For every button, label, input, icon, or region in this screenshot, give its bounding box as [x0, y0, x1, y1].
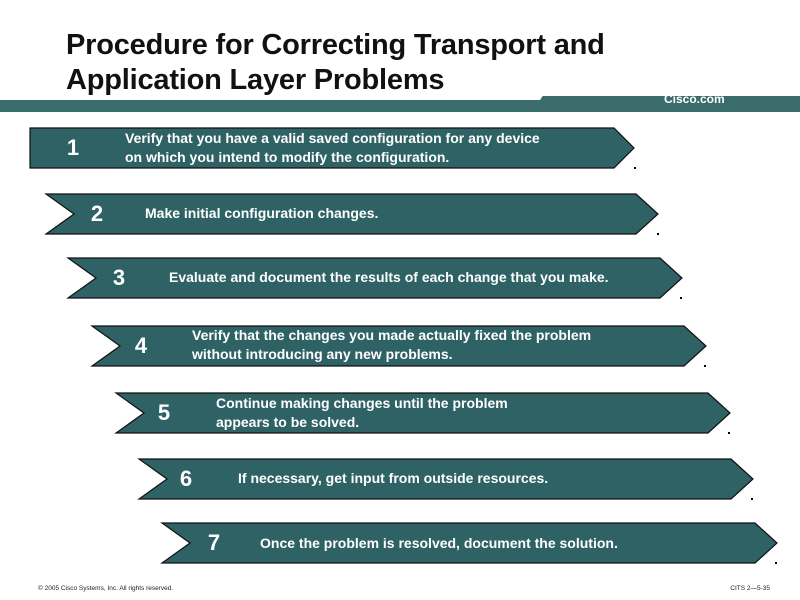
footer-slide-number: CITS 2—5-35	[730, 585, 770, 592]
step-number-1: 1	[66, 135, 80, 160]
step-number-6: 6	[179, 466, 193, 491]
step-text-3: Evaluate and document the results of eac…	[169, 269, 609, 285]
step-text-4: Verify that the changes you made actuall…	[192, 327, 592, 362]
footer-copyright: © 2005 Cisco Systems, Inc. All rights re…	[38, 585, 174, 592]
step-dot-5	[728, 432, 730, 434]
step-arrow-2	[44, 193, 659, 235]
step-arrow-6	[137, 458, 754, 500]
step-number-4: 4	[134, 333, 148, 358]
header-bar-shape	[0, 96, 800, 112]
slide-title: Procedure for Correcting Transport and A…	[66, 29, 605, 96]
step-text-1: Verify that you have a valid saved confi…	[125, 130, 540, 165]
brand-label: Cisco.com	[664, 92, 725, 106]
step-arrow-5	[114, 392, 731, 434]
step-text-5: Continue making changes until the proble…	[216, 395, 508, 430]
step-arrow-3	[66, 257, 683, 299]
step-dot-1	[634, 167, 636, 169]
step-number-3: 3	[112, 265, 126, 290]
step-number-2: 2	[90, 201, 104, 226]
step-dot-6	[751, 498, 753, 500]
step-arrow-4	[90, 325, 707, 367]
step-text-7: Once the problem is resolved, document t…	[260, 535, 618, 551]
step-dot-7	[775, 562, 777, 564]
step-number-7: 7	[207, 530, 221, 555]
step-arrow-1	[29, 127, 635, 169]
step-arrow-7	[160, 522, 778, 564]
step-text-6: If necessary, get input from outside res…	[238, 470, 549, 486]
step-dot-3	[680, 297, 682, 299]
step-number-5: 5	[157, 400, 171, 425]
step-text-2: Make initial configuration changes.	[145, 205, 379, 221]
header-bar	[0, 96, 800, 112]
step-dot-2	[657, 233, 659, 235]
step-dot-4	[704, 365, 706, 367]
